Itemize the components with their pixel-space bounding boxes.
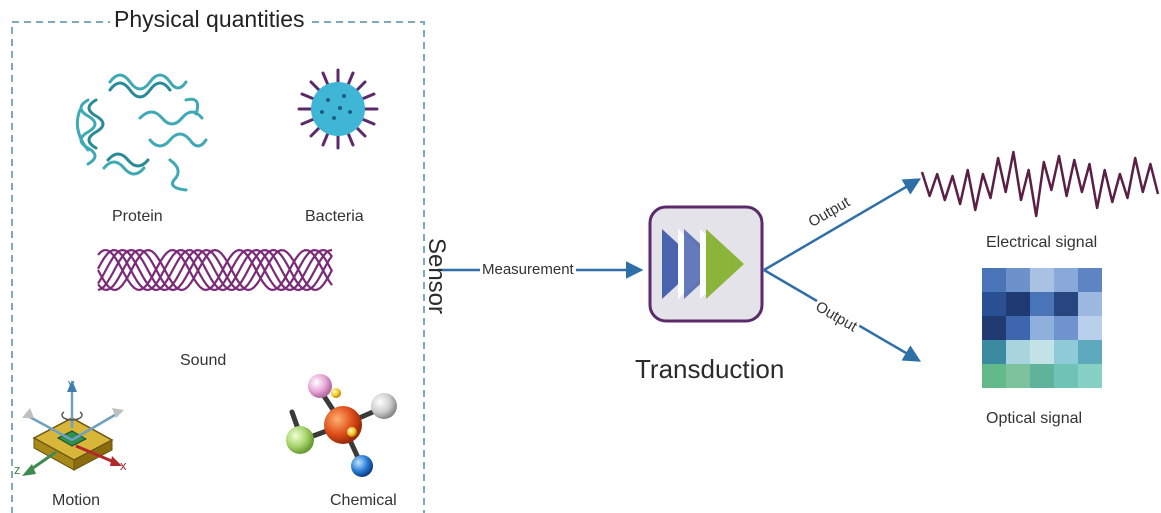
optical-grid-cell xyxy=(982,268,1006,292)
transducer-icon xyxy=(648,205,764,323)
optical-grid-cell xyxy=(1078,316,1102,340)
sound-wave-strand xyxy=(97,248,333,292)
chemical-molecule-icon xyxy=(286,374,397,477)
optical-grid-cell xyxy=(1054,364,1078,388)
sound-wave-strand xyxy=(97,248,333,292)
bacteria-icon xyxy=(297,68,379,150)
optical-signal-grid xyxy=(982,268,1102,388)
optical-grid-cell xyxy=(1078,292,1102,316)
sound-wave-strand xyxy=(97,248,333,292)
axis-y-label: y xyxy=(68,376,75,391)
panel-title: Physical quantities xyxy=(110,6,309,33)
optical-grid-cell xyxy=(1078,364,1102,388)
sound-label: Sound xyxy=(180,352,227,369)
axis-z-label: z xyxy=(14,462,21,477)
sensor-label: Sensor xyxy=(423,237,451,315)
optical-signal-label: Optical signal xyxy=(986,410,1083,427)
motion-label: Motion xyxy=(52,492,101,509)
sound-wave-strand xyxy=(97,248,333,292)
electrical-signal-waveform xyxy=(920,150,1160,218)
optical-grid-cell xyxy=(1054,316,1078,340)
optical-grid-cell xyxy=(1030,364,1054,388)
output-arrow-top xyxy=(763,178,922,272)
optical-grid-cell xyxy=(1006,268,1030,292)
optical-grid-cell xyxy=(982,292,1006,316)
optical-grid-cell xyxy=(1054,292,1078,316)
axis-x-label: x xyxy=(120,458,127,473)
optical-grid-cell xyxy=(1054,268,1078,292)
optical-grid-cell xyxy=(982,340,1006,364)
protein-icon xyxy=(75,73,208,192)
optical-grid-cell xyxy=(1030,340,1054,364)
optical-grid-cell xyxy=(1078,340,1102,364)
motion-sensor-icon xyxy=(22,380,124,476)
sound-wave-strand xyxy=(97,248,333,292)
optical-grid-cell xyxy=(1006,340,1030,364)
optical-grid-cell xyxy=(982,316,1006,340)
optical-grid-cell xyxy=(1030,316,1054,340)
optical-grid-cell xyxy=(1078,268,1102,292)
electrical-signal-label: Electrical signal xyxy=(986,234,1098,251)
transduction-label: Transduction xyxy=(635,354,785,384)
optical-grid-cell xyxy=(1030,292,1054,316)
optical-grid-cell xyxy=(1006,316,1030,340)
optical-grid-cell xyxy=(1054,340,1078,364)
measurement-label: Measurement xyxy=(480,261,576,278)
optical-grid-cell xyxy=(1006,292,1030,316)
protein-label: Protein xyxy=(112,208,163,225)
optical-grid-cell xyxy=(982,364,1006,388)
sound-wave-icon xyxy=(97,248,333,292)
optical-grid-cell xyxy=(1006,364,1030,388)
bacteria-label: Bacteria xyxy=(305,208,364,225)
optical-grid-cell xyxy=(1030,268,1054,292)
chemical-label: Chemical xyxy=(330,492,397,509)
